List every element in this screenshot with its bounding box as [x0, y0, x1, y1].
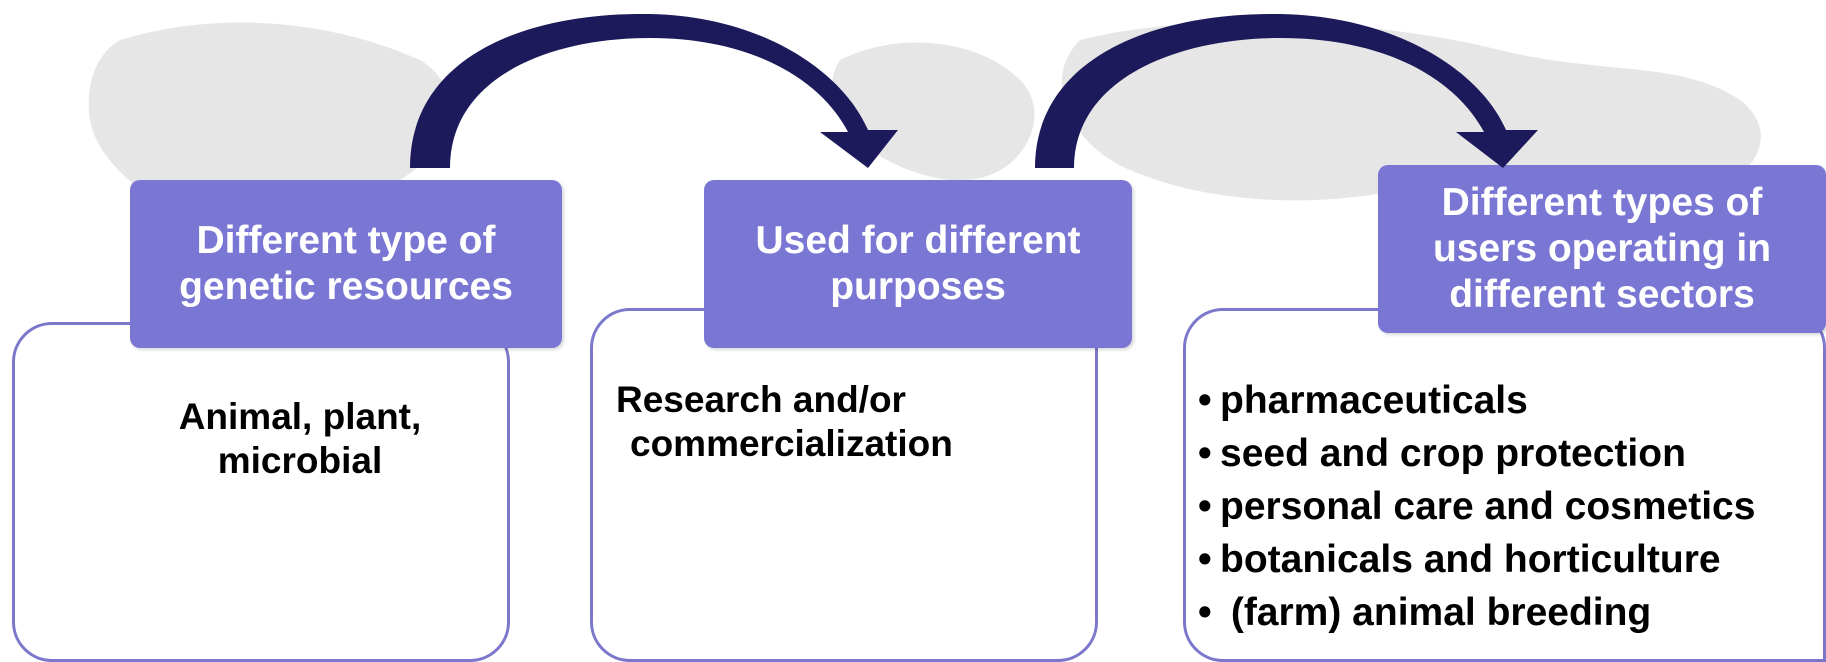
header-3-text: Different types of users operating in di…: [1433, 180, 1771, 318]
header-3-line-1: Different types of: [1441, 181, 1763, 224]
content-box-3: [1183, 308, 1826, 662]
arrow-2: [1035, 13, 1538, 168]
header-3-line-3: different sectors: [1449, 273, 1755, 316]
header-box-2: Used for different purposes: [704, 180, 1132, 348]
list-item: • (farm) animal breeding: [1198, 591, 1652, 634]
sector-list: •pharmaceuticals •seed and crop protecti…: [1198, 374, 1755, 639]
list-item: •seed and crop protection: [1198, 432, 1686, 475]
header-box-3: Different types of users operating in di…: [1378, 165, 1826, 333]
header-2-line-2: purposes: [830, 265, 1006, 308]
header-box-1: Different type of genetic resources: [130, 180, 562, 348]
body-text-2: Research and/or commercialization: [616, 378, 1016, 466]
header-1-text: Different type of genetic resources: [179, 218, 513, 310]
arrow-1: [410, 13, 898, 168]
body-2-line-1: Research and/or: [616, 379, 906, 420]
body-text-1: Animal, plant, microbial: [80, 395, 520, 483]
body-2-line-2: commercialization: [630, 423, 953, 464]
list-item: •botanicals and horticulture: [1198, 538, 1721, 581]
body-1-line-1: Animal, plant,: [178, 396, 422, 437]
header-2-line-1: Used for different: [755, 219, 1081, 262]
header-1-line-1: Different type of: [196, 219, 496, 262]
list-item: •pharmaceuticals: [1198, 379, 1528, 422]
header-3-line-2: users operating in: [1432, 227, 1772, 270]
list-item: •personal care and cosmetics: [1198, 485, 1756, 528]
body-1-line-2: microbial: [217, 440, 383, 481]
header-1-line-2: genetic resources: [179, 265, 513, 308]
content-box-2: [590, 308, 1098, 662]
header-2-text: Used for different purposes: [755, 218, 1080, 310]
